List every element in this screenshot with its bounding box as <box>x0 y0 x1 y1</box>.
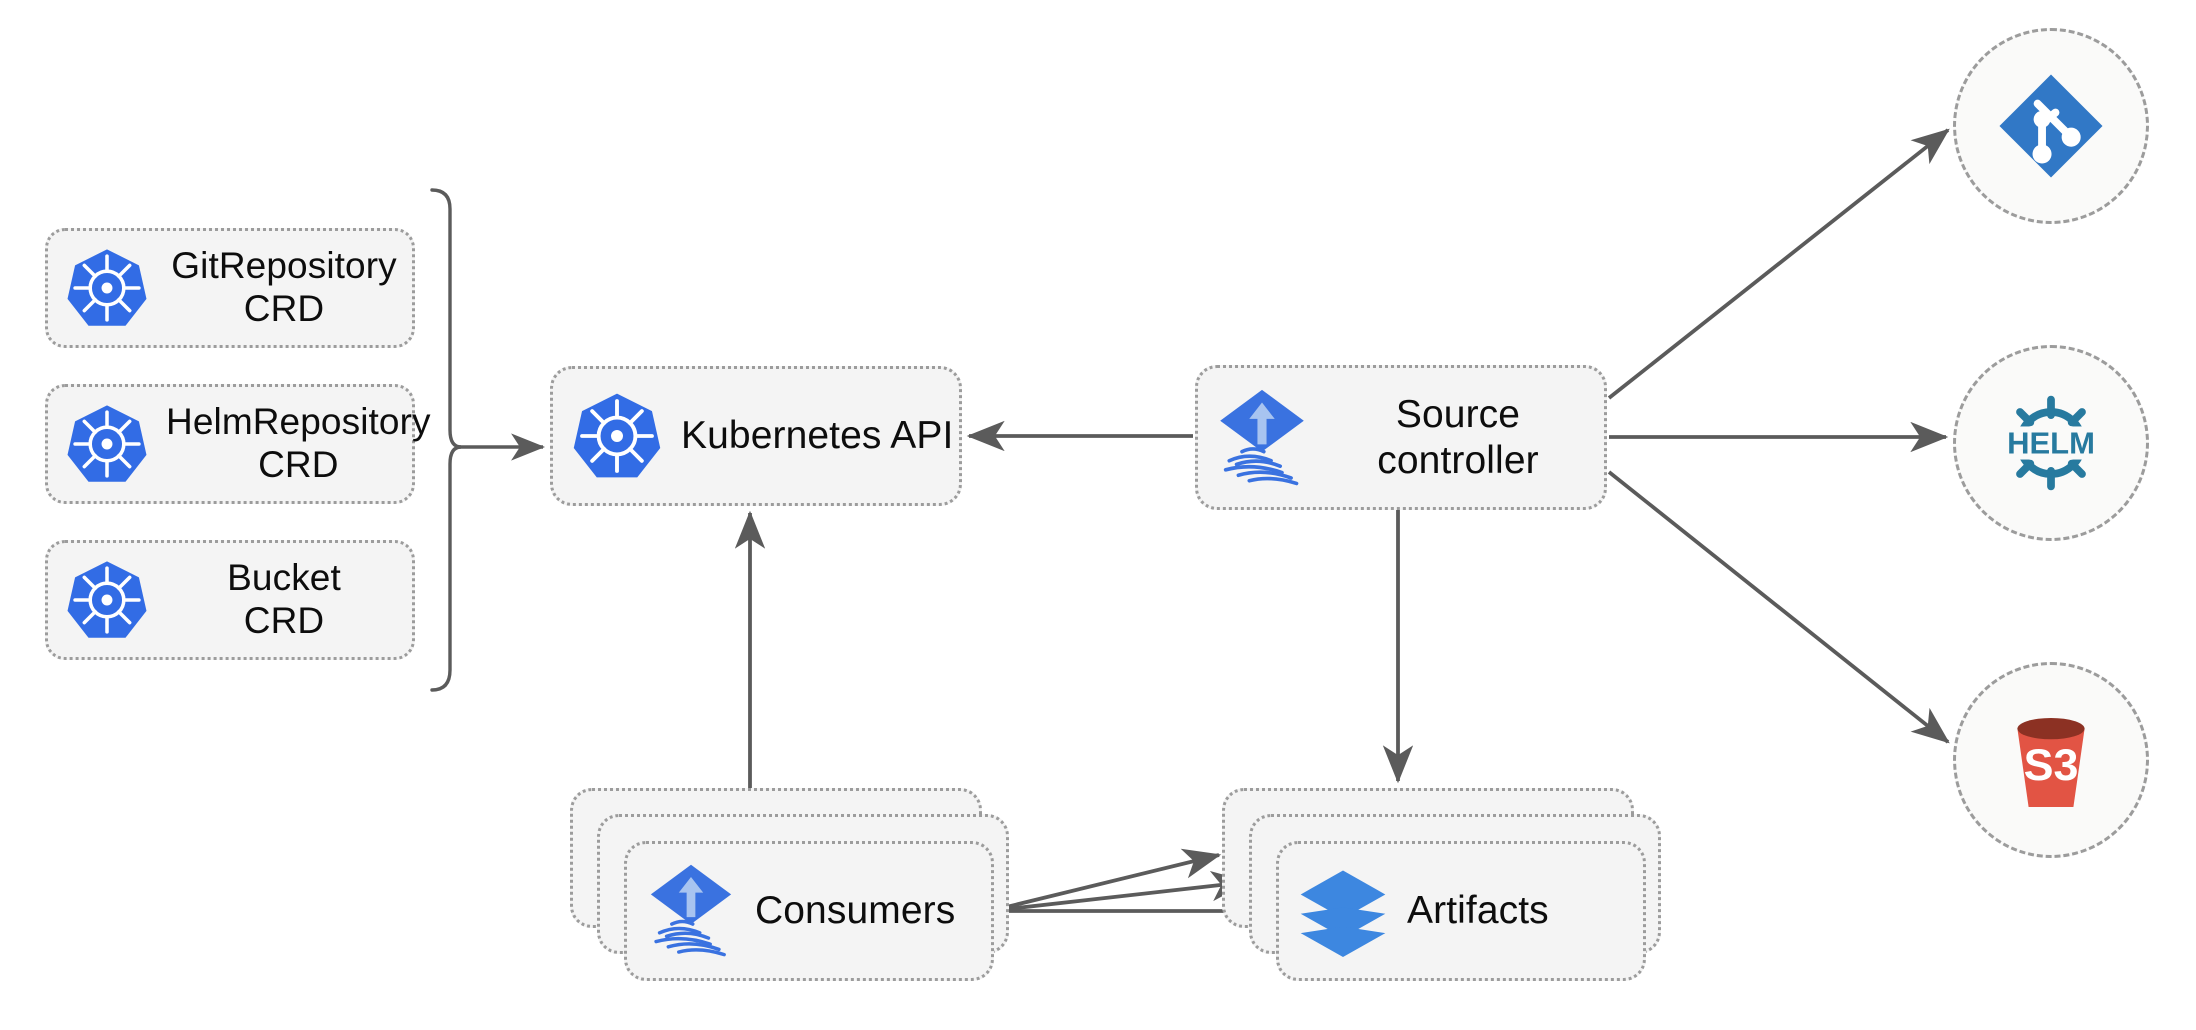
kubernetes-icon <box>48 402 166 486</box>
git-source-node[interactable] <box>1953 28 2149 224</box>
s3-source-node[interactable]: S3 <box>1953 662 2149 858</box>
flux-icon <box>1198 388 1326 488</box>
source-controller-node[interactable]: Source controller <box>1195 365 1607 510</box>
bucket-crd-node[interactable]: Bucket CRD <box>45 540 415 660</box>
helm-icon: HELM <box>1989 381 2113 505</box>
helmrepository-crd-node[interactable]: HelmRepository CRD <box>45 384 430 504</box>
source-controller-label: Source controller <box>1377 393 1539 482</box>
layers-icon <box>1279 865 1407 957</box>
kubernetes-icon <box>48 246 166 330</box>
edge-consumers-to-artifacts-1 <box>989 848 1222 913</box>
git-icon <box>1995 70 2107 182</box>
consumers-node[interactable]: Consumers <box>624 841 994 981</box>
consumers-label: Consumers <box>755 889 956 933</box>
s3-bucket-icon: S3 <box>1995 704 2107 816</box>
edge-source-controller-to-git <box>1607 128 1950 400</box>
flux-icon <box>627 863 755 959</box>
gitrepository-crd-label: GitRepository CRD <box>171 245 397 329</box>
helmrepository-crd-label: HelmRepository CRD <box>166 401 431 485</box>
svg-text:HELM: HELM <box>2007 425 2095 460</box>
svg-text:S3: S3 <box>2024 740 2079 790</box>
gitrepository-crd-node[interactable]: GitRepository CRD <box>45 228 415 348</box>
edge-consumers-to-artifacts-2 <box>989 870 1250 913</box>
artifacts-node[interactable]: Artifacts <box>1276 841 1646 981</box>
helm-source-node[interactable]: HELM <box>1953 345 2149 541</box>
bucket-crd-label: Bucket CRD <box>227 557 341 641</box>
edge-source-controller-to-s3 <box>1607 470 1950 744</box>
kubernetes-icon <box>48 558 166 642</box>
kubernetes-api-label: Kubernetes API <box>681 414 954 458</box>
kubernetes-icon <box>553 390 681 482</box>
kubernetes-api-node[interactable]: Kubernetes API <box>550 366 962 506</box>
artifacts-label: Artifacts <box>1407 889 1549 933</box>
